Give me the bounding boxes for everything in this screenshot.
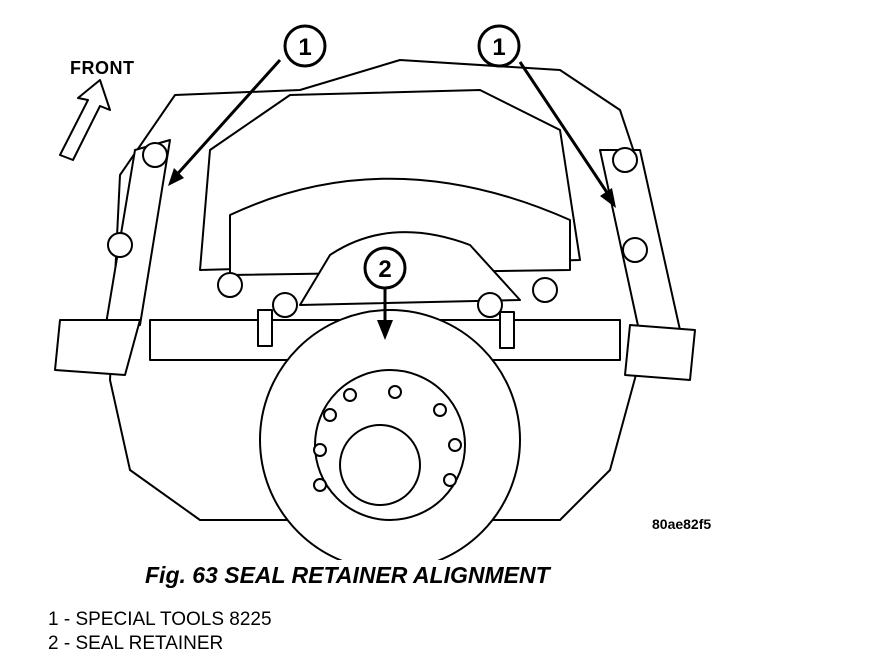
special-tool-right-base [624, 324, 696, 381]
callout-1-left-leader [170, 58, 282, 182]
dowel-stud [499, 311, 515, 349]
callout-1-right-leader [518, 61, 614, 201]
flange-bolt [443, 473, 457, 487]
front-direction-label: FRONT [70, 58, 135, 78]
legend-item: 2 - SEAL RETAINER [48, 633, 224, 654]
flange-bolt [448, 438, 462, 452]
special-tool-left-base [54, 319, 141, 376]
callout-1-right-arrowhead [600, 188, 616, 208]
flange-bolt [388, 385, 402, 399]
seal-retainer [299, 231, 521, 306]
flange-bolt [433, 403, 447, 417]
callout-1-right-circle [477, 24, 521, 68]
callout-1-left-circle [283, 24, 327, 68]
crank-bore [339, 424, 421, 506]
front-arrow [59, 79, 111, 161]
callout-2-arrowhead [377, 320, 393, 340]
tool-bolt [622, 237, 648, 263]
deck-bolt [532, 277, 558, 303]
figure-title: Fig. 63 SEAL RETAINER ALIGNMENT [145, 562, 550, 588]
callout-1-left-arrowhead [168, 168, 184, 186]
callout-1-left-label: 1 [298, 34, 311, 61]
deck-bolt [272, 292, 298, 318]
engine-diagram: 1 1 2 [54, 24, 696, 560]
callout-1-right-label: 1 [492, 34, 505, 61]
legend: 1 - SPECIAL TOOLS 8225 2 - SEAL RETAINER [48, 608, 272, 656]
deck-bolt [477, 292, 503, 318]
deck-bolt [217, 272, 243, 298]
main-bearing-cap [229, 177, 571, 276]
flange-bolt [323, 408, 337, 422]
tool-bolt [612, 147, 638, 173]
dowel-stud [257, 309, 273, 347]
tool-bolt [142, 142, 168, 168]
flange-bolt [313, 443, 327, 457]
callout-2-label: 2 [378, 256, 391, 283]
flange-bolt [343, 388, 357, 402]
flange-bolt [313, 478, 327, 492]
legend-item: 1 - SPECIAL TOOLS 8225 [48, 609, 272, 630]
tool-bolt [107, 232, 133, 258]
image-code: 80ae82f5 [652, 516, 712, 532]
